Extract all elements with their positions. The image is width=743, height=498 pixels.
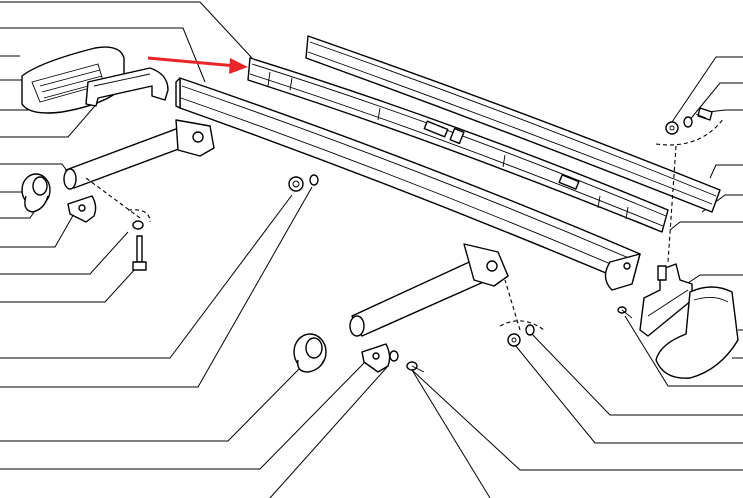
bracket-left (85, 67, 169, 107)
dashed-arc-right (499, 320, 545, 331)
plate-left (67, 195, 97, 223)
bolt-left (132, 235, 147, 271)
bumper-beam (175, 77, 641, 291)
leader-line-13 (0, 194, 293, 359)
nut-center (288, 174, 319, 192)
dashed-arrow-top-right (667, 145, 677, 263)
leader-line-r11 (529, 331, 743, 416)
support-tube-right (349, 243, 509, 337)
leader-line-r2 (687, 82, 743, 123)
bushing-right (293, 333, 327, 373)
fasteners-top-right (665, 107, 713, 135)
leader-line-16 (0, 361, 366, 470)
dashed-arrow-left (85, 177, 141, 219)
dashed-arc-left (127, 209, 151, 223)
nut-right (507, 324, 535, 347)
bracket-right (639, 263, 693, 337)
leader-line-r13 (411, 369, 743, 471)
leader-line-12 (0, 267, 137, 303)
leader-line-r6 (669, 221, 743, 231)
nut-left (132, 220, 144, 230)
leader-line-1 (0, 1, 253, 59)
bushing-left (21, 173, 51, 213)
bolt-right (406, 361, 425, 373)
leader-line-6 (0, 99, 101, 138)
trim-strip-upper (305, 35, 721, 213)
support-tube-left (63, 119, 215, 190)
leader-line-11 (0, 231, 129, 275)
leader-line-r10 (624, 315, 743, 387)
leader-line-r7 (684, 274, 743, 286)
leader-line-r3 (707, 109, 743, 113)
leader-lines-left (0, 1, 491, 498)
leader-line-15 (0, 367, 301, 442)
dashed-arrow-right (504, 279, 521, 331)
leader-line-18 (411, 369, 491, 498)
plate-right (361, 343, 391, 373)
leader-line-17 (269, 365, 389, 498)
leader-line-10 (0, 211, 76, 248)
pointer-arrow (147, 56, 248, 74)
end-cap-right (655, 286, 739, 379)
leader-line-r4 (709, 164, 743, 179)
leader-line-r1 (671, 56, 743, 123)
screw-right (617, 306, 633, 319)
leader-line-r12 (514, 344, 743, 444)
leader-line-14 (0, 186, 313, 388)
mounting-strip (247, 57, 669, 233)
dashed-arc-top-right (655, 117, 725, 146)
leader-lines-right (411, 56, 743, 471)
washer-right (389, 350, 399, 362)
